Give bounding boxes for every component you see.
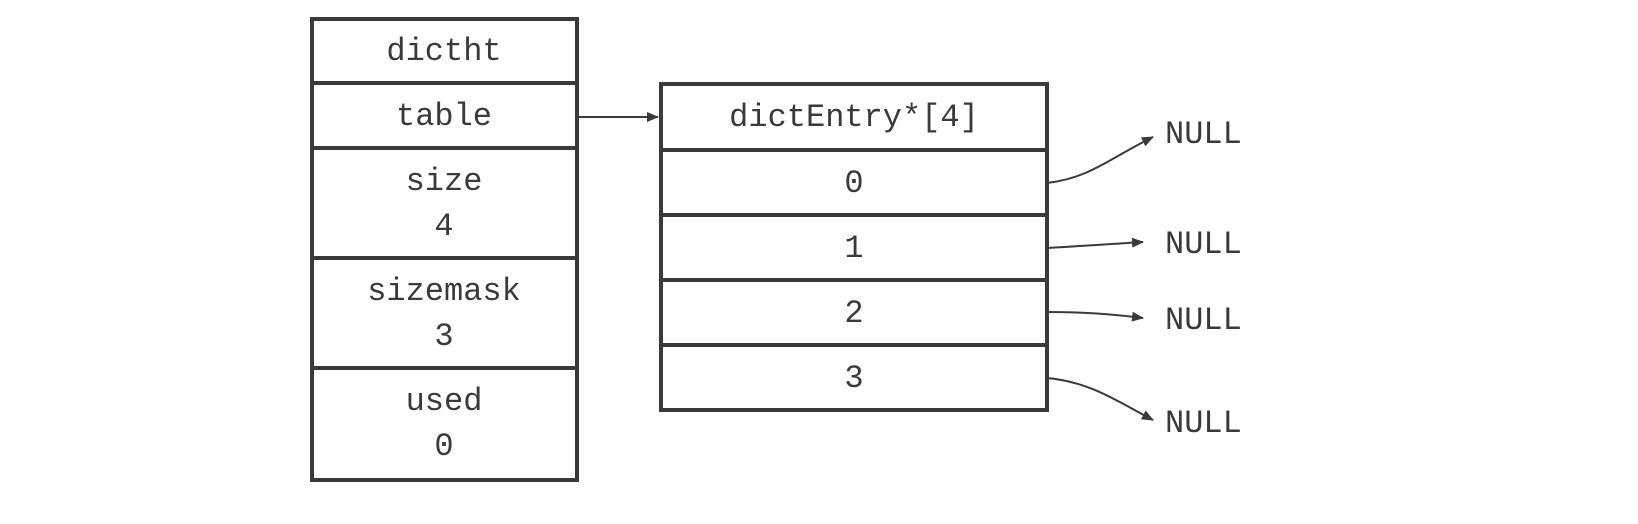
array-slot-0: 0 [844, 165, 863, 202]
null-label-3: NULL [1165, 405, 1242, 442]
null-label-0: NULL [1165, 116, 1242, 153]
null-label-1: NULL [1165, 226, 1242, 263]
field-size-value: 4 [434, 208, 453, 245]
array-slot-1: 1 [844, 230, 863, 267]
slot-1-null-arrow [1046, 237, 1144, 249]
field-used-value: 0 [434, 428, 453, 465]
slot-0-null-arrow [1046, 136, 1154, 184]
dictht-struct: dictht table size 4 sizemask 3 used 0 [310, 17, 579, 482]
array-header: dictEntry*[4] [729, 99, 979, 136]
field-sizemask-value: 3 [434, 318, 453, 355]
field-used-name: used [406, 383, 483, 420]
dictht-frame [310, 17, 579, 482]
slot-3-null-arrow [1046, 377, 1154, 421]
array-frame [659, 82, 1049, 412]
field-size-name: size [406, 163, 483, 200]
dictht-title: dictht [386, 33, 501, 70]
dictentry-array: dictEntry*[4] 0 1 2 3 [659, 82, 1049, 412]
field-sizemask-name: sizemask [367, 273, 521, 310]
array-slot-3: 3 [844, 360, 863, 397]
array-slot-2: 2 [844, 295, 863, 332]
field-table-name: table [396, 98, 492, 135]
null-label-2: NULL [1165, 302, 1242, 339]
slot-2-null-arrow [1046, 311, 1144, 322]
